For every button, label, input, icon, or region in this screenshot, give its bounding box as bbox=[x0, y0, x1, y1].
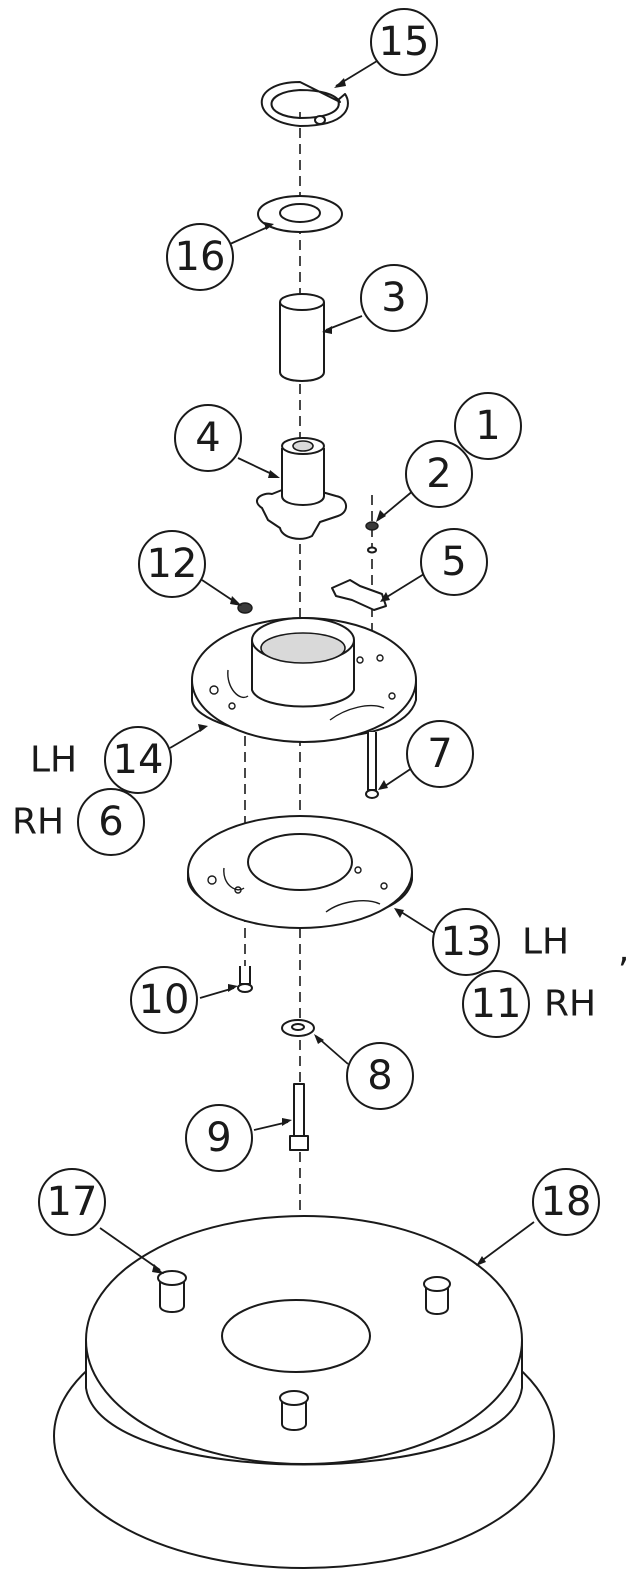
callout-12: 12 bbox=[138, 530, 206, 598]
lower-washer-part bbox=[281, 1019, 315, 1037]
callout-8-text: 8 bbox=[367, 1053, 392, 1099]
leader-lines bbox=[99, 57, 535, 1274]
callout-13-text: 13 bbox=[441, 919, 492, 965]
callout-13: 13 bbox=[432, 908, 500, 976]
callout-9: 9 bbox=[185, 1104, 253, 1172]
callout-3-text: 3 bbox=[381, 275, 406, 321]
stray-comma-mark: , bbox=[618, 930, 629, 971]
retaining-ring-part bbox=[260, 81, 349, 127]
callout-7: 7 bbox=[406, 720, 474, 788]
bracket-part bbox=[331, 579, 387, 611]
hub-part bbox=[256, 437, 347, 540]
bolt-part bbox=[289, 1083, 309, 1151]
callout-7-text: 7 bbox=[427, 731, 452, 777]
screw-left-part bbox=[237, 966, 253, 993]
callout-17: 17 bbox=[38, 1168, 106, 1236]
callout-14: 14 bbox=[104, 726, 172, 794]
callout-16-text: 16 bbox=[175, 234, 226, 280]
callout-6-text: 6 bbox=[98, 799, 123, 845]
callout-5-text: 5 bbox=[441, 539, 466, 585]
callout-12-text: 12 bbox=[147, 541, 198, 587]
callout-2: 2 bbox=[405, 440, 473, 508]
label-lh-14: LH bbox=[30, 740, 77, 781]
callout-15: 15 bbox=[370, 8, 438, 76]
small-nut-right-part bbox=[365, 521, 379, 554]
callout-1-text: 1 bbox=[475, 403, 500, 449]
label-lh-13: LH bbox=[522, 922, 569, 963]
upper-plate-part bbox=[191, 617, 417, 743]
callout-8: 8 bbox=[346, 1042, 414, 1110]
pin-part-front bbox=[279, 1390, 309, 1431]
screw-right-part bbox=[365, 732, 379, 799]
callout-5: 5 bbox=[420, 528, 488, 596]
callout-17-text: 17 bbox=[47, 1179, 98, 1225]
callout-18-text: 18 bbox=[541, 1179, 592, 1225]
callout-9-text: 9 bbox=[206, 1115, 231, 1161]
callout-4: 4 bbox=[174, 404, 242, 472]
pin-part-left bbox=[157, 1270, 187, 1313]
callout-15-text: 15 bbox=[379, 19, 430, 65]
sleeve-part bbox=[279, 293, 325, 382]
callout-6: 6 bbox=[77, 788, 145, 856]
callout-2-text: 2 bbox=[426, 451, 451, 497]
callout-14-text: 14 bbox=[113, 737, 164, 783]
pin-part-right bbox=[423, 1276, 451, 1315]
top-washer-part bbox=[257, 195, 343, 233]
callout-11-text: 11 bbox=[471, 981, 522, 1027]
lower-plate-part bbox=[187, 815, 413, 929]
label-rh-11: RH bbox=[544, 984, 596, 1025]
callout-10: 10 bbox=[130, 966, 198, 1034]
callout-18: 18 bbox=[532, 1168, 600, 1236]
label-rh-6: RH bbox=[12, 802, 64, 843]
callout-10-text: 10 bbox=[139, 977, 190, 1023]
callout-1: 1 bbox=[454, 392, 522, 460]
callout-16: 16 bbox=[166, 223, 234, 291]
callout-3: 3 bbox=[360, 264, 428, 332]
callout-11: 11 bbox=[462, 970, 530, 1038]
callout-4-text: 4 bbox=[195, 415, 220, 461]
